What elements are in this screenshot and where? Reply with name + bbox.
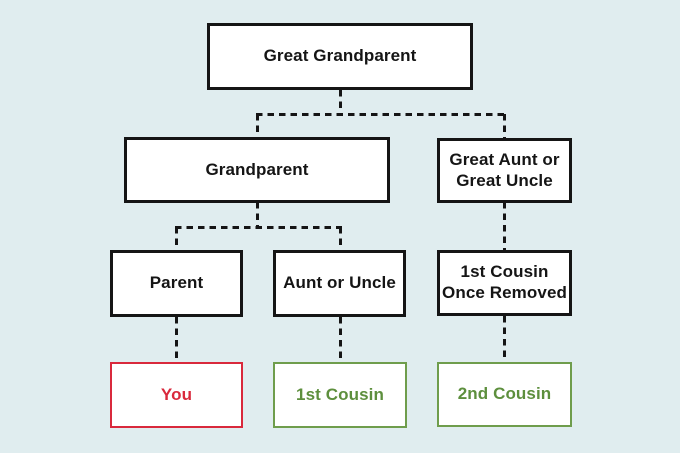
node-label: 1st Cousin xyxy=(296,384,384,404)
node-you: You xyxy=(110,362,243,428)
connector-row2-horizontal xyxy=(255,112,506,116)
connector-to-grandparent xyxy=(255,114,259,138)
node-label-line1: Great Aunt or xyxy=(449,149,560,169)
node-label: You xyxy=(160,384,193,404)
connector-great-grandparent-down xyxy=(338,90,342,116)
node-first-cousin: 1st Cousin xyxy=(273,362,407,428)
connector-to-second-cousin xyxy=(502,316,506,362)
connector-to-first-cousin-once-removed xyxy=(502,202,506,250)
node-label-line2: Once Removed xyxy=(442,283,567,302)
connector-grandparent-down xyxy=(255,202,259,229)
node-label: Great Grandparent xyxy=(263,46,417,66)
node-label: Parent xyxy=(149,273,204,293)
node-label: 2nd Cousin xyxy=(457,384,552,404)
node-aunt-or-uncle: Aunt or Uncle xyxy=(273,250,406,317)
node-label: Grandparent xyxy=(205,159,309,179)
node-grandparent: Grandparent xyxy=(124,137,390,203)
node-second-cousin: 2nd Cousin xyxy=(437,362,572,427)
connector-to-great-aunt-uncle xyxy=(502,114,506,139)
node-label: Aunt or Uncle xyxy=(283,273,396,293)
connector-to-you xyxy=(174,317,178,362)
connector-to-parent xyxy=(174,227,178,251)
node-label-line1: 1st Cousin xyxy=(460,262,549,282)
node-great-aunt-or-great-uncle: Great Aunt or Great Uncle xyxy=(437,138,572,203)
node-label-line2: Great Uncle xyxy=(456,170,553,190)
connector-to-aunt-uncle xyxy=(338,227,342,251)
connector-row3-horizontal xyxy=(174,225,342,229)
node-great-grandparent: Great Grandparent xyxy=(207,23,473,90)
node-first-cousin-once-removed: 1st Cousin Once Removed xyxy=(437,250,572,316)
connector-to-first-cousin xyxy=(338,317,342,362)
node-parent: Parent xyxy=(110,250,243,317)
